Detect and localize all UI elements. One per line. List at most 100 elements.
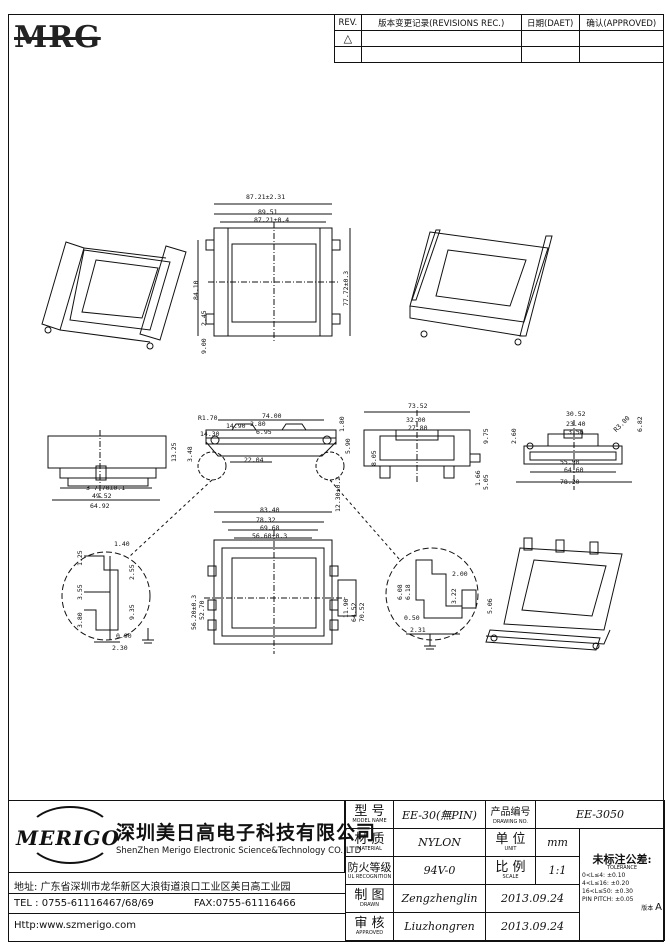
dim-det2-5: 5.06 [486,598,494,614]
company-tel: TEL : 0755-61116467/68/69 [14,898,154,909]
merigo-logo-arc-icon [26,806,114,864]
dim-side-74: 74.00 [262,412,282,420]
company-website[interactable]: Http:www.szmerigo.com [14,920,136,931]
dim-r-7: 55.90 [560,458,580,466]
dim-r-3: 3.56 [568,428,584,436]
company-name-cn: 深圳美日高电子科技有限公司 [116,822,377,844]
dim-det-5: 9.35 [128,604,136,620]
approved-value: Liuzhongren [393,912,486,941]
dim-bot-5: 56.20±0.3 [190,594,198,630]
dim-det-7: 0.90 [116,632,132,640]
dim-r-6: 6.82 [636,416,644,432]
drawn-date: 2013.09.24 [485,884,580,913]
dim-side-2: 2.80 [250,420,266,428]
dim-end-7: 5.05 [482,474,490,490]
fire-value: 94V-0 [393,856,486,885]
dim-side-8: 5.90 [344,438,352,454]
dim-r-9: 78.20 [560,478,580,486]
dim-end-3: 27.80 [408,424,428,432]
dim-top-inner: 87.21±0.4 [254,216,290,224]
dim-end-2: 32.00 [406,416,426,424]
title-block [8,800,664,942]
dim-side-6: 3.48 [186,446,194,462]
dim-left-2: 3~7.70±0.1 [86,484,126,492]
dim-end-5: 9.75 [482,428,490,444]
dim-bot-1: 83.40 [260,506,280,514]
dim-side-r: R1.70 [198,414,218,422]
top-plan-view [197,203,351,342]
dim-left-3: 49.52 [92,492,112,500]
revision-table: REV. 版本变更记录(REVISIONS REC.) 日期(DAET) 确认(… [334,14,665,63]
technical-drawing [41,203,632,654]
dim-end-4: 8.05 [370,450,378,466]
dim-det-2: 2.55 [128,564,136,580]
dim-left-1: 13.25 [170,442,178,462]
unit-value: mm [535,828,580,857]
dim-r-8: 64.60 [564,466,584,474]
company-panel [8,800,345,872]
dim-bot-7: 11.90 [342,598,350,618]
dim-det-1: 1.40 [114,540,130,548]
isometric-view-left [41,241,187,350]
bottom-plan-view [204,511,357,654]
dim-side-4: 6.95 [256,428,272,436]
dim-top-height: 77.72±0.3 [342,270,350,306]
isometric-view-bottom [485,537,623,651]
dim-top-overall: 87.21±2.31 [246,193,286,201]
dim-end-1: 73.52 [408,402,428,410]
company-address: 地址: 广东省深圳市龙华新区大浪街道浪口工业区美日高工业园 [8,872,345,894]
model-value: EE-30(無PIN) [393,800,486,829]
tolerance-cell: 未标注公差: TOLERANCE 0<L≤4: ±0.10 4<L≤16: ±0… [579,828,665,941]
end-view-middle [363,410,481,484]
detail-view-left [61,479,213,643]
dim-det2-2: 6.08 [396,584,404,600]
dim-side-3: 14.30 [200,430,220,438]
dim-det-4: 1.25 [76,550,84,566]
dim-side-7: 1.80 [338,416,346,432]
dim-bot-9: 70.52 [358,602,366,622]
dim-det-3: 3.55 [76,584,84,600]
left-end-view [47,430,167,501]
dim-side-5: 22.04 [244,456,264,464]
dim-det2-1: 2.00 [452,570,468,578]
dim-side-1: 14.90 [226,422,246,430]
scale-value: 1:1 [535,856,580,885]
dim-det-8: 2.30 [112,644,128,652]
dim-det2-3: 6.18 [404,584,412,600]
dim-top-side-a: 84.10 [192,280,200,300]
merigo-logo: MERIGO [16,826,120,850]
front-side-view [197,419,345,481]
right-end-view [516,420,632,490]
drawing-no-value: EE-3050 [535,800,665,829]
dim-r-5: 2.60 [510,428,518,444]
drawn-value: Zengzhenglin [393,884,486,913]
dim-side-9: 12.30±0.2 [334,476,342,512]
ground-symbols [142,628,436,650]
dim-top-side-b: 2.45 [200,310,208,326]
mrg-logo: MRG [14,20,101,55]
dim-top-width: 89.51 [258,208,278,216]
dim-bot-8: 64.52 [350,602,358,622]
isometric-view-right [409,229,553,346]
dim-bot-3: 69.68 [260,524,280,532]
dim-r-2: 23.40 [566,420,586,428]
dim-det2-6: 0.50 [404,614,420,622]
dim-bot-2: 78.32 [256,516,276,524]
rev-value: A [655,902,662,913]
dim-bot-4: 56.60±0.3 [252,532,288,540]
rev-cell [360,46,522,63]
rev-cell [578,46,665,63]
dim-det-6: 3.80 [76,612,84,628]
dim-top-side-c: 9.00 [200,338,208,354]
dim-left-4: 64.92 [90,502,110,510]
